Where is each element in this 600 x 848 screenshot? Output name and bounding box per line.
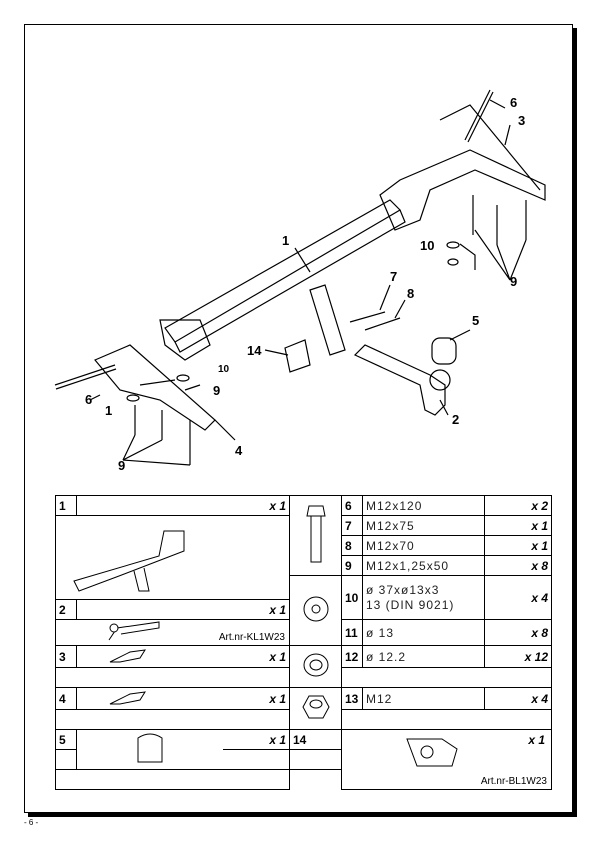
nut-icon (289, 687, 342, 730)
article-number: Art.nr-BL1W23 (480, 775, 547, 787)
ball-neck (353, 344, 446, 416)
part-num: 8 (341, 535, 363, 556)
part-num: 13 (341, 687, 363, 710)
ball-cap (431, 337, 457, 365)
callout-6-left: 6 (85, 392, 92, 407)
parts-table: 1 x 1 6 M12x120 x 2 7 M12x75 x 1 8 M12x7… (55, 495, 552, 790)
article-number: Art.nr-KL1W23 (218, 632, 285, 643)
callout-1-left: 1 (105, 403, 112, 418)
callout-10-left: 10 (218, 364, 230, 375)
bolt-icon (289, 495, 342, 576)
part-desc: M12 (362, 687, 485, 710)
callout-9-mid: 9 (213, 383, 220, 398)
part-desc: M12x120 (362, 495, 485, 516)
part-num: 10 (341, 575, 363, 620)
part-qty: x 12 (484, 645, 552, 668)
part-14-drawing: x 1 Art.nr-BL1W23 (341, 729, 552, 790)
left-bracket (94, 344, 216, 431)
part-1-drawing (55, 515, 290, 600)
part-qty: x 1 (484, 515, 552, 536)
part-qty: x 1 (528, 733, 545, 747)
part-desc: M12x70 (362, 535, 485, 556)
part-qty: x 1 (223, 687, 290, 710)
callout-9-right: 9 (510, 274, 517, 289)
part-desc: ø 12.2 (362, 645, 485, 668)
part-qty: x 1 (223, 729, 290, 750)
part-desc: M12x75 (362, 515, 485, 536)
right-bracket (379, 149, 546, 231)
part-desc: ø 13 (362, 619, 485, 646)
part-qty: x 2 (484, 495, 552, 516)
part-qty: x 1 (484, 535, 552, 556)
part-desc: M12x1,25x50 (362, 555, 485, 576)
part-qty: x 8 (484, 555, 552, 576)
part-num: 1 (55, 495, 77, 516)
part-num: 9 (341, 555, 363, 576)
part-qty: x 1 (223, 645, 290, 668)
washer-icon (289, 575, 342, 646)
part-4-drawing (76, 687, 223, 710)
callout-5: 5 (472, 313, 479, 328)
callout-2: 2 (452, 412, 459, 427)
part-num: 4 (55, 687, 77, 710)
part-qty: x 1 (223, 495, 290, 516)
part-num: 6 (341, 495, 363, 516)
callout-4: 4 (235, 443, 243, 458)
callout-7: 7 (390, 269, 397, 284)
part-5-drawing (76, 729, 223, 770)
part-2-drawing: Art.nr-KL1W23 (55, 619, 290, 646)
part-num: 2 (55, 599, 77, 620)
part-qty: x 4 (484, 575, 552, 620)
page-number: - 6 - (24, 818, 39, 827)
part-num: 11 (341, 619, 363, 646)
callout-8: 8 (407, 286, 414, 301)
part-num: 5 (55, 729, 77, 750)
center-bracket (309, 284, 346, 356)
part-num: 14 (289, 729, 342, 750)
part-num: 12 (341, 645, 363, 668)
part-desc: ø 37xø13x3 (366, 582, 440, 597)
part-3-drawing (76, 645, 223, 668)
part-qty: x 4 (484, 687, 552, 710)
callout-3: 3 (518, 113, 525, 128)
part-qty: x 8 (484, 619, 552, 646)
part-qty: x 1 (223, 599, 290, 620)
callout-6-top: 6 (510, 95, 517, 110)
part-desc: 13 (DIN 9021) (366, 597, 455, 612)
part-num: 3 (55, 645, 77, 668)
spring-washer-icon (289, 645, 342, 688)
callout-9-left: 9 (118, 458, 125, 473)
callout-10-right: 10 (420, 238, 434, 253)
part-num: 7 (341, 515, 363, 536)
callout-14: 14 (247, 343, 262, 358)
callout-1: 1 (282, 233, 289, 248)
